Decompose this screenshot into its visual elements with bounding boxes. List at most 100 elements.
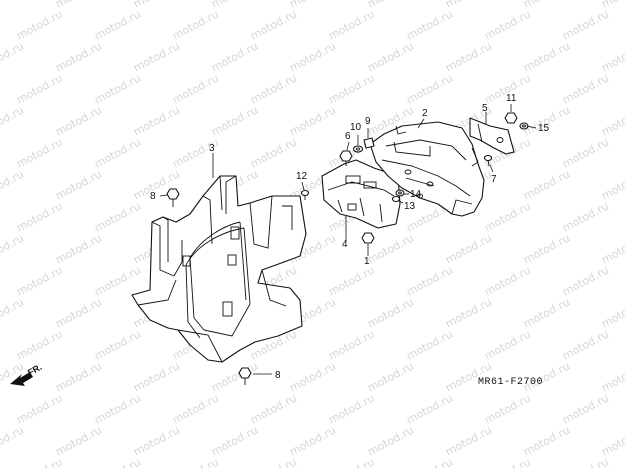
watermark-text: motod.ru [482,391,533,426]
watermark-text: motod.ru [0,39,26,74]
washer-10 [352,145,364,153]
callout-8-lower: 8 [275,370,281,381]
watermark-text: motod.ru [521,0,572,11]
watermark-text: motod.ru [53,423,104,458]
callout-6: 6 [345,131,351,142]
leader-lines [159,104,537,375]
watermark-text: motod.ru [0,423,26,458]
watermark-text: motod.ru [53,295,104,330]
watermark-text: motod.ru [599,0,625,11]
watermark-text: motod.ru [92,263,143,298]
watermark-text: motod.ru [0,103,26,138]
callout-numbers: 1 2 3 4 5 6 7 8 8 9 10 11 12 13 14 15 [150,93,550,381]
watermark-text: motod.ru [326,7,377,42]
watermark-text: motod.ru [209,39,260,74]
watermark-text: motod.ru [560,455,611,468]
watermark-text: motod.ru [92,455,143,468]
watermark-text: motod.ru [92,391,143,426]
watermark-text: motod.ru [482,7,533,42]
watermark-text: motod.ru [521,167,572,202]
watermark-text: motod.ru [248,7,299,42]
watermark-text: motod.ru [92,199,143,234]
watermark-text: motod.ru [248,71,299,106]
watermark-text: motod.ru [521,231,572,266]
watermark-text: motod.ru [404,391,455,426]
callout-10: 10 [350,122,362,133]
watermark-text: motod.ru [131,39,182,74]
screw-7 [483,154,493,167]
watermark-text: motod.ru [599,167,625,202]
watermark-text: motod.ru [443,39,494,74]
watermark-text: motod.ru [404,263,455,298]
watermark-text: motod.ru [365,0,416,11]
watermark-text: motod.ru [53,359,104,394]
watermark-text: motod.ru [560,135,611,170]
callout-1: 1 [364,256,370,267]
bracket-part-4 [321,159,401,229]
watermark-text: motod.ru [131,423,182,458]
watermark-text: motod.ru [287,0,338,11]
watermark-text: motod.ru [0,167,26,202]
callout-2: 2 [422,108,428,119]
watermark-text: motod.ru [560,71,611,106]
watermark-text: motod.ru [599,103,625,138]
screw-12 [300,189,310,200]
bolt-6 [339,150,353,166]
watermark-text: motod.ru [482,263,533,298]
watermark-text: motod.ru [53,103,104,138]
callout-4: 4 [342,239,348,250]
watermark-text: motod.ru [443,423,494,458]
watermark-text: motod.ru [443,231,494,266]
watermark-text: motod.ru [287,359,338,394]
watermark-text: motod.ru [287,423,338,458]
watermark-text: motod.ru [248,391,299,426]
watermark-text: motod.ru [248,455,299,468]
watermark-text: motod.ru [92,71,143,106]
watermark-text: motod.ru [14,7,65,42]
watermark-text: motod.ru [521,423,572,458]
watermark-text: motod.ru [170,455,221,468]
watermark-text: motod.ru [365,359,416,394]
watermark-text: motod.ru [14,391,65,426]
inner-cover-part-3 [131,175,307,363]
watermark-text: motod.ru [92,7,143,42]
watermark-text: motod.ru [326,391,377,426]
collar-13 [391,195,401,203]
callout-8-upper: 8 [150,191,156,202]
watermark-text: motod.ru [404,71,455,106]
watermark-text: motod.ru [599,423,625,458]
watermark-text: motod.ru [53,231,104,266]
watermark-text: motod.ru [170,391,221,426]
direction-label: FR. [26,362,44,378]
watermark-text: motod.ru [131,103,182,138]
watermark-text: motod.ru [0,295,26,330]
callout-14: 14 [410,189,422,200]
watermark-text: motod.ru [560,391,611,426]
watermark-text: motod.ru [209,359,260,394]
diagram-code: MR61-F2700 [478,377,543,388]
watermark-text: motod.ru [599,231,625,266]
watermark-text: motod.ru [404,7,455,42]
nut-1 [361,232,375,244]
watermark-text: motod.ru [599,359,625,394]
watermark-text: motod.ru [365,295,416,330]
fasteners [166,112,529,385]
watermark-text: motod.ru [170,7,221,42]
watermark-text: motod.ru [599,295,625,330]
watermark-text: motod.ru [521,39,572,74]
watermark-text: motod.ru [326,327,377,362]
bolt-8-lower [238,367,252,385]
callout-5: 5 [482,103,488,114]
callout-13: 13 [404,201,416,212]
watermark-text: motod.ru [482,455,533,468]
watermark-text: motod.ru [53,167,104,202]
front-arrow-icon [10,372,33,386]
watermark-text: motod.ru [248,135,299,170]
watermark-text: motod.ru [209,103,260,138]
watermark-text: motod.ru [92,327,143,362]
watermark-text: motod.ru [0,0,26,11]
watermark-text: motod.ru [14,455,65,468]
washer-15 [519,122,529,130]
callout-3: 3 [209,143,215,154]
